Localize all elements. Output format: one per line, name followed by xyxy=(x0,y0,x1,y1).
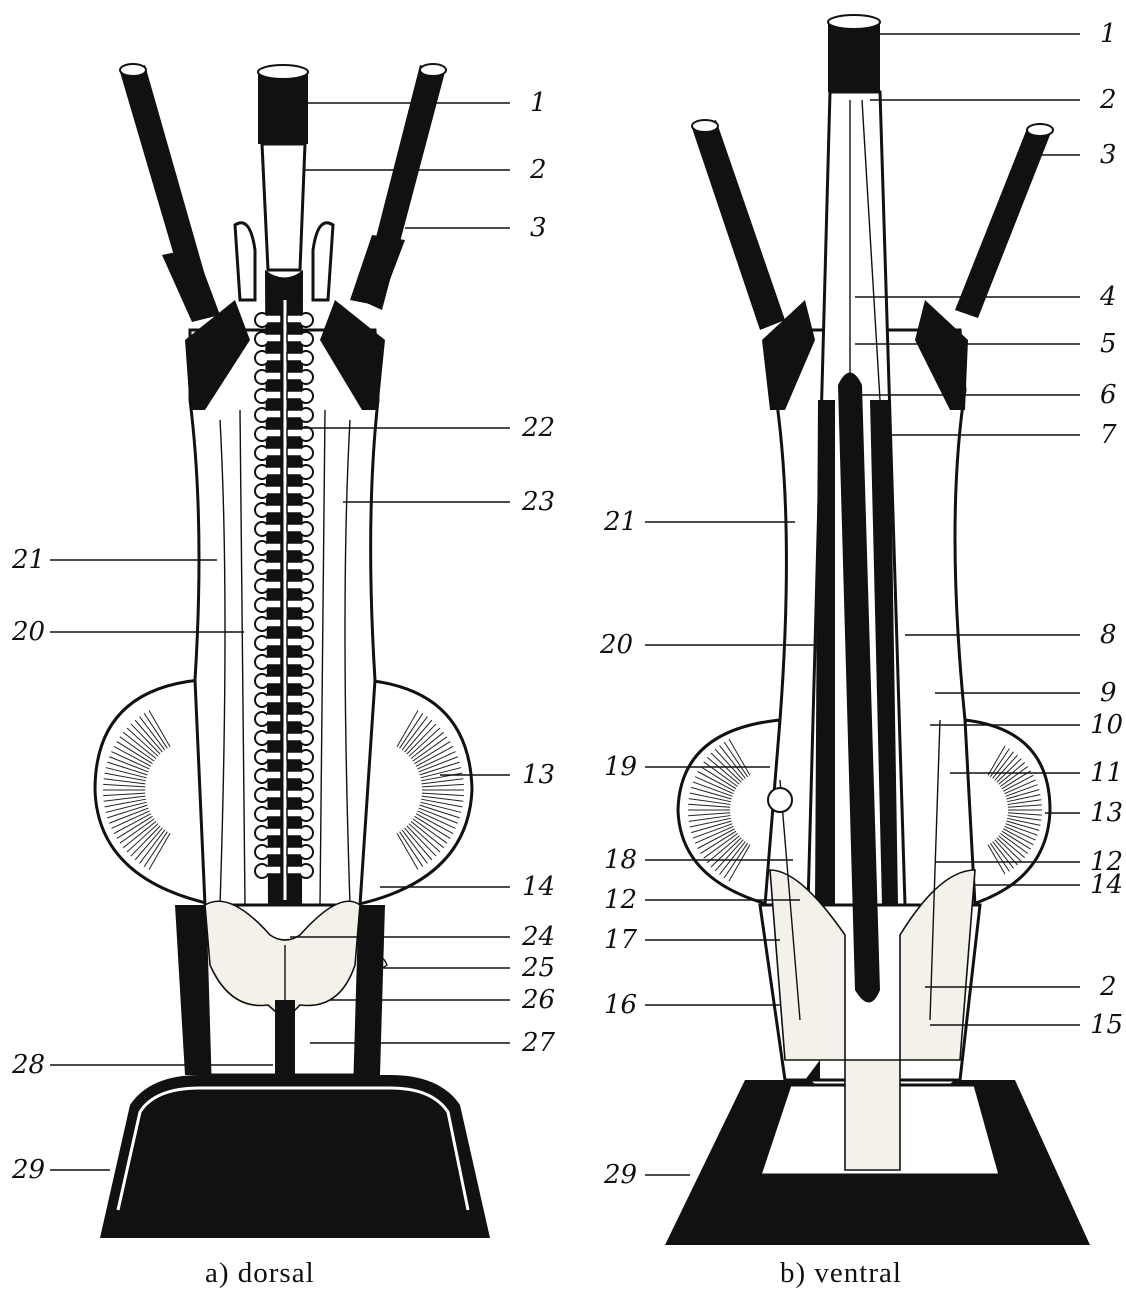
label-b-2: 2 xyxy=(1099,85,1117,115)
label-b-5: 5 xyxy=(1100,329,1117,359)
label-b-4: 4 xyxy=(1099,282,1117,312)
label-b-20: 20 xyxy=(599,630,633,660)
label-b-12-left: 12 xyxy=(604,885,637,915)
label-b-8: 8 xyxy=(1100,620,1117,650)
label-b-7: 7 xyxy=(1100,420,1117,450)
label-a-26: 26 xyxy=(521,985,555,1015)
label-a-22: 22 xyxy=(521,413,555,443)
label-a-13: 13 xyxy=(522,760,555,790)
label-a-20: 20 xyxy=(11,617,45,647)
label-a-24: 24 xyxy=(521,922,555,952)
label-a-14: 14 xyxy=(522,872,555,902)
label-b-1: 1 xyxy=(1100,19,1117,49)
label-b-13: 13 xyxy=(1090,798,1123,828)
label-a-25: 25 xyxy=(521,953,555,983)
label-b-3: 3 xyxy=(1100,140,1117,170)
caption-ventral: b) ventral xyxy=(780,1257,902,1289)
label-b-2-low: 2 xyxy=(1099,972,1117,1002)
label-b-17: 17 xyxy=(604,925,638,955)
label-a-29: 29 xyxy=(11,1155,45,1185)
label-b-16: 16 xyxy=(604,990,637,1020)
caption-dorsal: a) dorsal xyxy=(205,1257,315,1289)
label-b-6: 6 xyxy=(1100,380,1117,410)
label-a-1: 1 xyxy=(530,88,547,118)
ventral-view xyxy=(645,15,1090,1245)
label-a-27: 27 xyxy=(521,1028,556,1058)
label-a-28: 28 xyxy=(11,1050,45,1080)
panel-a-right-labels: 1 2 3 22 23 13 14 24 25 26 27 xyxy=(521,88,556,1058)
label-b-19: 19 xyxy=(604,752,637,782)
label-a-21: 21 xyxy=(11,545,45,575)
label-a-23: 23 xyxy=(521,487,555,517)
label-b-29: 29 xyxy=(603,1160,637,1190)
label-b-11: 11 xyxy=(1090,758,1123,788)
label-b-14: 14 xyxy=(1090,870,1123,900)
label-b-9: 9 xyxy=(1100,678,1117,708)
panel-b-right-labels: 1 2 3 4 5 6 7 8 9 10 11 13 12 14 2 15 xyxy=(1090,19,1123,1040)
panel-a-left-labels: 21 20 28 29 xyxy=(11,545,45,1185)
label-b-21: 21 xyxy=(603,507,637,537)
label-b-18: 18 xyxy=(604,845,637,875)
panel-b-left-labels: 21 20 19 18 12 17 16 29 xyxy=(599,507,638,1190)
label-a-2: 2 xyxy=(529,155,547,185)
dorsal-view xyxy=(50,64,510,1238)
label-a-3: 3 xyxy=(530,213,547,243)
label-b-15: 15 xyxy=(1090,1010,1123,1040)
label-b-10: 10 xyxy=(1090,710,1123,740)
